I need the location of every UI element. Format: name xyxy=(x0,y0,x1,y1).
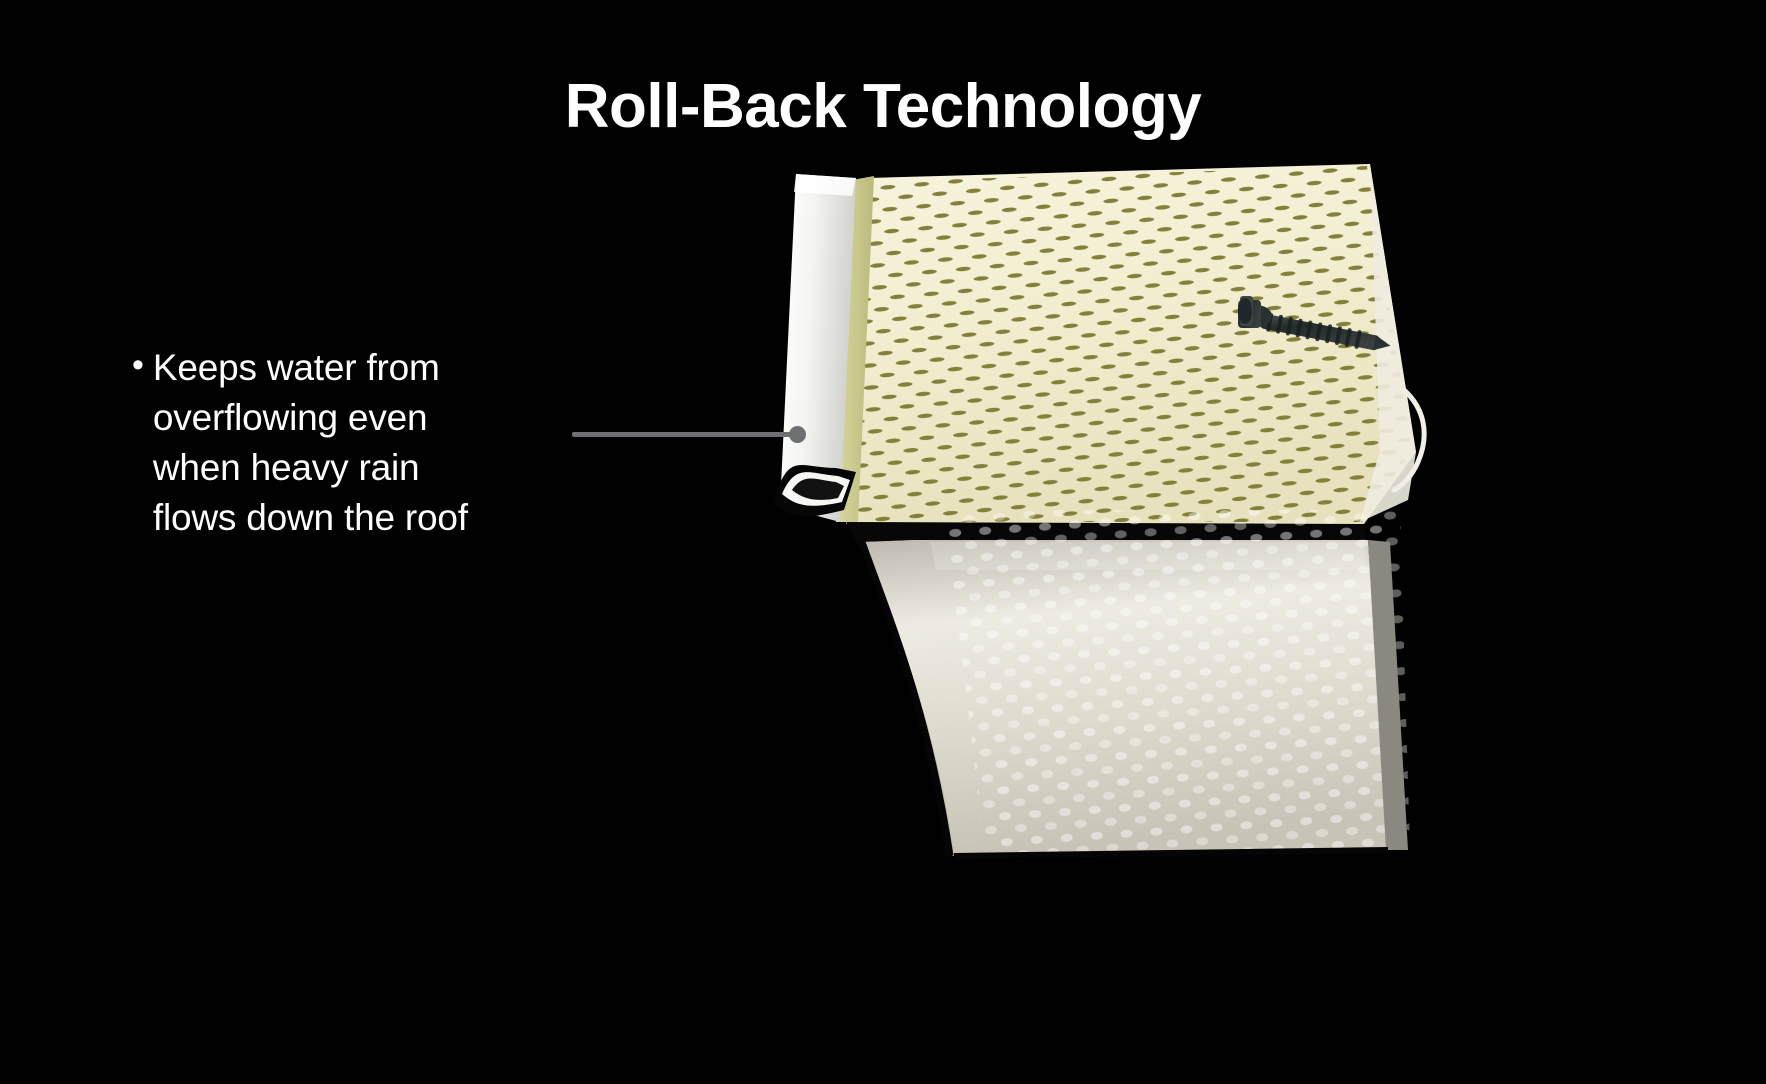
rolled-hem-curl xyxy=(774,464,856,517)
callout-block: • Keeps water from overflowing even when… xyxy=(132,343,562,543)
page-title: Roll-Back Technology xyxy=(564,71,1202,141)
callout-line-3: when heavy rain xyxy=(152,447,420,488)
callout-line-4: flows down the roof xyxy=(152,497,468,538)
callout-line-1: Keeps water from xyxy=(152,347,440,388)
callout-list-item: • Keeps water from overflowing even when… xyxy=(132,343,562,543)
callout-leader-dot xyxy=(789,426,806,443)
hex-head-screw xyxy=(1238,296,1391,351)
callout-leader-line xyxy=(572,432,800,437)
callout-line-2: overflowing even xyxy=(152,397,428,438)
right-return-edge xyxy=(1360,164,1427,522)
perforated-mesh-panel xyxy=(846,164,1416,524)
bullet-icon: • xyxy=(132,346,144,384)
gutter-body-textured xyxy=(846,510,1410,856)
olive-side-rail xyxy=(836,176,874,522)
product-illustration xyxy=(740,150,1440,870)
callout-text: Keeps water from overflowing even when h… xyxy=(153,343,468,543)
